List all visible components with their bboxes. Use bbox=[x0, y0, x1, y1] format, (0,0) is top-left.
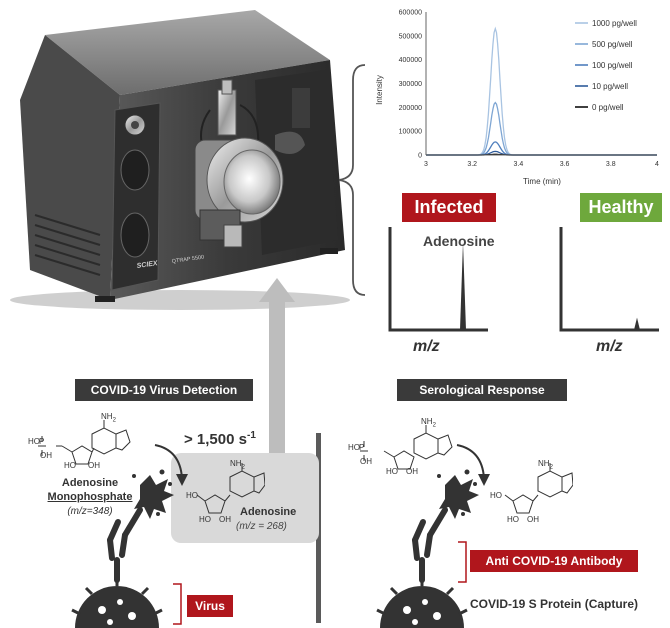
healthy-mz-label: m/z bbox=[596, 338, 623, 355]
y-tick-label: 400000 bbox=[399, 57, 422, 64]
y-tick-label: 200000 bbox=[399, 105, 422, 112]
amp-mz-label: (m/z=348) bbox=[67, 506, 113, 517]
up-arrow bbox=[259, 278, 295, 476]
legend-entry: 500 pg/well bbox=[592, 40, 633, 49]
adenosine-structure bbox=[196, 463, 265, 514]
rate-text: > 1,500 s bbox=[184, 431, 247, 448]
rate-exp: -1 bbox=[246, 430, 256, 441]
r-amp-oh2-text: OH bbox=[406, 467, 418, 476]
chart-legend: 1000 pg/well 500 pg/well 100 pg/well 10 pg/… bbox=[575, 19, 637, 112]
amp-ho2-text: HO bbox=[64, 461, 76, 470]
infected-badge: Infected bbox=[402, 193, 496, 222]
r-ado-nh2-text: NH bbox=[538, 459, 550, 468]
ado-ho2-text: HO bbox=[199, 515, 211, 524]
amp-structure bbox=[38, 420, 131, 465]
right-adenosine-structure bbox=[504, 463, 573, 514]
ion-source-assembly bbox=[194, 79, 284, 248]
r-amp-nh2-sub: 2 bbox=[432, 422, 436, 429]
y-tick-label: 600000 bbox=[399, 10, 422, 17]
r-amp-p-text: P bbox=[359, 443, 365, 452]
antibody-bracket bbox=[458, 541, 467, 583]
amp-name-line1: Adenosine bbox=[61, 477, 119, 489]
legend-entry: 10 pg/well bbox=[592, 82, 628, 91]
r-amp-ho-text: HO bbox=[348, 443, 360, 452]
healthy-spectrum bbox=[559, 227, 659, 332]
healthy-badge: Healthy bbox=[580, 193, 662, 222]
x-tick-label: 3.2 bbox=[467, 161, 477, 168]
instrument-brand: SCIEX bbox=[136, 260, 159, 270]
left-binding-illustration bbox=[71, 469, 174, 628]
right-conversion-arrow bbox=[456, 444, 490, 486]
antibody-badge: Anti COVID-19 Antibody bbox=[470, 550, 638, 572]
x-tick-label: 3 bbox=[424, 161, 428, 168]
y-tick-label: 0 bbox=[418, 153, 422, 160]
amp-name-line2: Monophosphate bbox=[47, 491, 133, 503]
brace-connector bbox=[338, 64, 366, 296]
virus-badge: Virus bbox=[187, 595, 233, 617]
y-tick-label: 300000 bbox=[399, 81, 422, 88]
adenosine-card-mz: (m/z = 268) bbox=[236, 521, 287, 532]
infected-spectrum bbox=[388, 227, 488, 332]
adenosine-card bbox=[171, 453, 319, 543]
adenosine-card-name: Adenosine bbox=[240, 506, 297, 518]
rate-label: > 1,500 s-1 bbox=[184, 430, 256, 448]
amp-ho-text: HO bbox=[28, 437, 40, 446]
amp-nh2-text: NH bbox=[101, 412, 113, 421]
right-binding-illustration bbox=[376, 469, 479, 628]
r-ado-ho-text: HO bbox=[490, 491, 502, 500]
legend-entry: 0 pg/well bbox=[592, 103, 624, 112]
r-amp-oh-text: OH bbox=[360, 457, 372, 466]
x-tick-label: 3.8 bbox=[606, 161, 616, 168]
amp-oh2-text: OH bbox=[88, 461, 100, 470]
amp-oh-text: OH bbox=[40, 451, 52, 460]
mass-spectrometer-illustration: SCIEX QTRAP 5500 bbox=[10, 10, 350, 310]
ado-oh-text: OH bbox=[219, 515, 231, 524]
chromatogram-chart: 3 3.2 3.4 3.6 3.8 4 0 100000 200000 300000 400000 5… bbox=[375, 10, 659, 187]
antibody-label: Anti COVID-19 Antibody bbox=[485, 554, 623, 568]
y-tick-label: 100000 bbox=[399, 129, 422, 136]
y-tick-label: 500000 bbox=[399, 33, 422, 40]
amp-p-text: P bbox=[39, 437, 45, 446]
r-amp-ho2-text: HO bbox=[386, 467, 398, 476]
x-axis-label: Time (min) bbox=[523, 177, 561, 186]
instrument-model: QTRAP 5500 bbox=[171, 254, 204, 264]
healthy-label: Healthy bbox=[588, 197, 654, 217]
x-tick-label: 3.6 bbox=[560, 161, 570, 168]
left-section-title: COVID-19 Virus Detection bbox=[75, 379, 253, 401]
infected-label: Infected bbox=[414, 197, 484, 217]
series-line bbox=[426, 141, 657, 156]
right-amp-structure bbox=[360, 425, 453, 470]
virus-bracket bbox=[173, 583, 182, 625]
protein-label: COVID-19 S Protein (Capture) bbox=[470, 597, 639, 611]
legend-entry: 100 pg/well bbox=[592, 61, 633, 70]
y-axis-label: Intensity bbox=[375, 75, 384, 105]
amp-nh2-sub: 2 bbox=[112, 417, 116, 424]
r-ado-ho2-text: HO bbox=[507, 515, 519, 524]
adenosine-peak-label: Adenosine bbox=[423, 233, 495, 249]
r-ado-nh2-sub: 2 bbox=[549, 464, 553, 471]
r-ado-oh-text: OH bbox=[527, 515, 539, 524]
ado-nh2-sub: 2 bbox=[241, 464, 245, 471]
r-amp-nh2-text: NH bbox=[421, 417, 433, 426]
x-tick-label: 4 bbox=[655, 161, 659, 168]
ado-nh2-text: NH bbox=[230, 459, 242, 468]
conversion-arrow bbox=[154, 444, 188, 486]
legend-entry: 1000 pg/well bbox=[592, 19, 637, 28]
x-tick-label: 3.4 bbox=[514, 161, 524, 168]
infected-mz-label: m/z bbox=[413, 338, 440, 355]
right-section-title: Serological Response bbox=[397, 379, 567, 401]
virus-label: Virus bbox=[195, 599, 225, 613]
ado-ho-text: HO bbox=[186, 491, 198, 500]
